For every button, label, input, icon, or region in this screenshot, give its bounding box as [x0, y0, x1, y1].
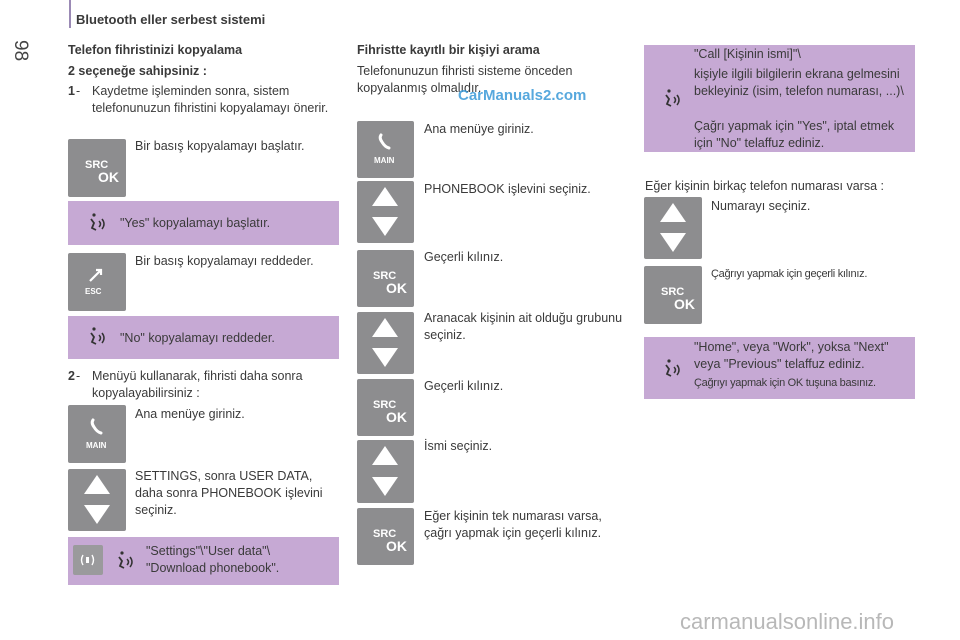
src-press-start-text: Bir basış kopyalamayı başlatır.	[135, 139, 305, 153]
section-title-copy-phonebook: Telefon fihristinizi kopyalama	[68, 43, 243, 57]
voice-command-yes-box: "Yes" kopyalamayı başlatır.	[68, 201, 339, 245]
up-down-arrows-button	[357, 181, 414, 243]
main-label: MAIN	[374, 156, 395, 165]
src-ok-button: SRC OK	[357, 379, 414, 436]
ok-label: OK	[386, 409, 407, 425]
step2-number: 2	[68, 369, 75, 383]
up-down-arrows-button	[644, 197, 702, 259]
voice-recognition-button	[73, 545, 103, 575]
phone-handset-icon	[378, 133, 391, 150]
confirm-call-text: Çağrıyı yapmak için geçerli kılınız.	[711, 268, 868, 280]
arrow-up-icon	[84, 475, 110, 494]
voice-settings-text: "Settings"\"User data"\ "Download phoneb…	[146, 544, 280, 575]
voice-icon	[665, 359, 680, 377]
voice-ok-press-text: Çağrıyı yapmak için OK tuşuna basınız.	[694, 377, 876, 389]
call-step-single-number: Eğer kişinin tek numarası varsa, çağrı y…	[424, 509, 602, 540]
src-label: SRC	[85, 159, 109, 171]
multiple-numbers-text: Eğer kişinin birkaç telefon numarası var…	[645, 179, 884, 193]
src-label: SRC	[373, 528, 397, 540]
ok-label: OK	[386, 280, 407, 296]
main-menu-button: MAIN	[357, 121, 414, 178]
arrow-down-icon	[372, 348, 398, 367]
src-label: SRC	[661, 286, 685, 298]
voice-command-no-box: "No" kopyalamayı reddeder.	[68, 316, 339, 359]
esc-button: ESC	[68, 253, 126, 311]
voice-command-home-box: "Home", veya "Work", yoksa "Next" veya "…	[644, 337, 915, 399]
select-number-text: Numarayı seçiniz.	[711, 199, 811, 213]
voice-command-call-box: "Call [Kişinin ismi]"\ kişiyle ilgili bi…	[644, 45, 915, 152]
ok-label: OK	[674, 296, 695, 312]
esc-label: ESC	[85, 287, 102, 296]
src-label: SRC	[373, 270, 397, 282]
voice-home-text: "Home", veya "Work", yoksa "Next" veya "…	[694, 340, 889, 371]
voice-call-line2: kişiyle ilgili bilgilerin ekrana gelmesi…	[694, 67, 904, 98]
main-menu-text: Ana menüye giriniz.	[135, 407, 245, 421]
voice-yes-text: "Yes" kopyalamayı başlatır.	[120, 216, 271, 230]
src-ok-button: SRC OK	[68, 139, 126, 197]
step1-dash: -	[76, 84, 81, 98]
voice-icon	[118, 551, 133, 569]
arrow-down-icon	[660, 233, 686, 252]
header-accent-bar	[69, 0, 71, 28]
call-intro-text: Telefonunuzun fihristi sisteme önceden k…	[357, 64, 573, 95]
call-step-select-name: İsmi seçiniz.	[424, 439, 493, 453]
call-step-confirm-1: Geçerli kılınız.	[424, 250, 504, 264]
hang-up-icon	[89, 268, 103, 282]
arrow-up-icon	[660, 203, 686, 222]
src-ok-button: SRC OK	[644, 266, 702, 324]
settings-path-text: SETTINGS, sonra USER DATA, daha sonra PH…	[135, 469, 323, 517]
voice-icon	[90, 327, 105, 345]
call-step-confirm-2: Geçerli kılınız.	[424, 379, 504, 393]
watermark-carmanuals2: CarManuals2.com	[458, 87, 587, 104]
voice-call-line3: Çağrı yapmak için "Yes", iptal etmek içi…	[694, 119, 895, 150]
voice-command-settings-box: "Settings"\"User data"\ "Download phoneb…	[68, 537, 339, 585]
up-down-arrows-button	[357, 312, 414, 374]
voice-icon	[665, 89, 680, 107]
esc-press-cancel-text: Bir basış kopyalamayı reddeder.	[135, 254, 314, 268]
options-subtitle: 2 seçeneğe sahipsiniz :	[68, 64, 207, 78]
step2-dash: -	[76, 369, 81, 383]
arrow-up-icon	[372, 318, 398, 337]
up-down-arrows-button	[68, 469, 126, 531]
ok-label: OK	[98, 169, 119, 185]
step1-number: 1	[68, 84, 75, 98]
arrow-down-icon	[372, 217, 398, 236]
ok-label: OK	[386, 538, 407, 554]
main-menu-button: MAIN	[68, 405, 126, 463]
src-ok-button: SRC OK	[357, 250, 414, 307]
sound-waves-icon	[80, 554, 95, 566]
arrow-down-icon	[372, 477, 398, 496]
call-step-select-group: Aranacak kişinin ait olduğu grubunu seçi…	[424, 311, 623, 342]
arrow-up-icon	[372, 446, 398, 465]
watermark-carmanualsonline: carmanualsonline.info	[680, 609, 895, 634]
call-step-main-menu: Ana menüye giriniz.	[424, 122, 534, 136]
section-title-call-contact: Fihristte kayıtlı bir kişiyi arama	[357, 43, 540, 57]
up-down-arrows-button	[357, 440, 414, 503]
step1-text: Kaydetme işleminden sonra, sistem telefo…	[92, 84, 329, 115]
voice-icon	[90, 213, 105, 231]
src-label: SRC	[373, 399, 397, 411]
voice-call-line1: "Call [Kişinin ismi]"\	[694, 47, 801, 61]
page-header: Bluetooth eller serbest sistemi	[76, 12, 266, 27]
arrow-up-icon	[372, 187, 398, 206]
arrow-down-icon	[84, 505, 110, 524]
step2-text: Menüyü kullanarak, fihristi daha sonra k…	[92, 369, 303, 400]
src-ok-button: SRC OK	[357, 508, 414, 565]
page-number: 98	[10, 40, 31, 62]
phone-handset-icon	[90, 418, 103, 435]
voice-no-text: "No" kopyalamayı reddeder.	[120, 331, 275, 345]
call-step-phonebook: PHONEBOOK işlevini seçiniz.	[424, 182, 591, 196]
main-label: MAIN	[86, 441, 107, 450]
